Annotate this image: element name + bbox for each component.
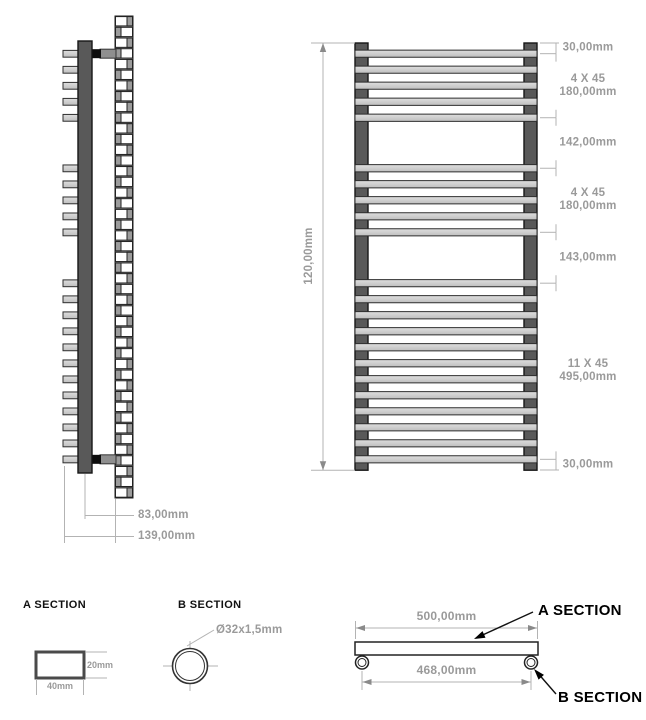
dim-tube-to-wall: 83,00mm [138, 509, 189, 521]
dim-section-b-diameter: Ø32x1,5mm [216, 624, 283, 636]
dim-overall-height: 120,00mm [303, 227, 315, 285]
dimension-label: 142,00mm [559, 136, 617, 149]
side-view [62, 15, 134, 543]
front-view [311, 42, 559, 471]
section-a-view [34, 650, 107, 695]
dimension-label: 30,00mm [562, 458, 614, 471]
dimension-label: 143,00mm [559, 251, 617, 264]
section-b-title: B SECTION [178, 599, 242, 611]
dim-tube-centers: 468,00mm [416, 663, 477, 677]
callout-a-section: A SECTION [538, 602, 622, 619]
callout-b-section: B SECTION [558, 689, 643, 706]
dim-rung-to-wall: 139,00mm [138, 530, 196, 542]
dim-section-a-width: 40mm [46, 681, 73, 691]
dimension-label: 30,00mm [562, 41, 614, 54]
dim-overall-width: 500,00mm [416, 609, 477, 623]
dim-section-a-height: 20mm [87, 660, 114, 670]
section-b-view [163, 629, 218, 691]
bottom-view [354, 611, 557, 695]
section-a-title: A SECTION [23, 599, 87, 611]
